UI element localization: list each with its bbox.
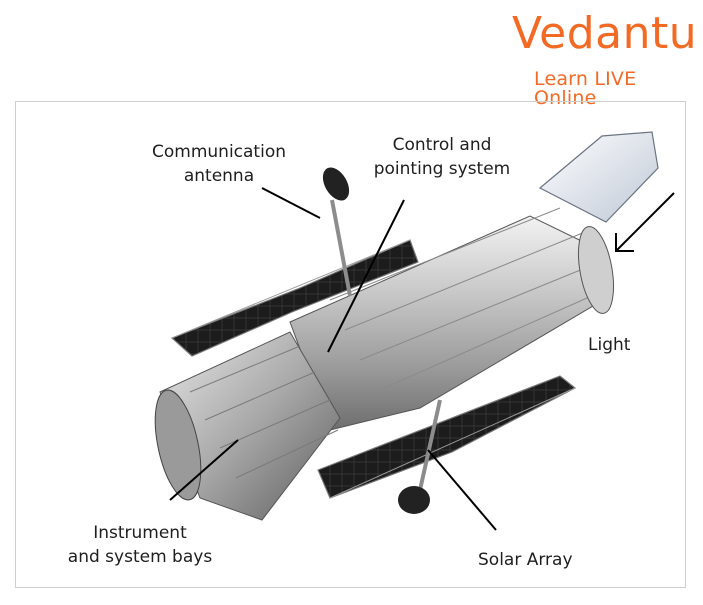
label-instrument-line1: Instrument xyxy=(93,523,187,543)
label-light: Light xyxy=(588,335,631,355)
pointer-lines xyxy=(169,187,497,531)
label-instrument-line2: and system bays xyxy=(67,547,213,567)
logo-tagline: Learn LIVE Online xyxy=(534,68,637,109)
label-control-line1: Control and xyxy=(392,135,492,155)
label-solar-array: Solar Array xyxy=(478,550,573,570)
logo-wordmark: Vedantu xyxy=(512,8,698,59)
pointer-solar xyxy=(427,449,497,531)
pointer-control xyxy=(327,199,405,353)
label-control-pointing: Control and pointing system xyxy=(362,133,522,181)
label-instrument-bays: Instrument and system bays xyxy=(56,521,224,569)
vedantu-logo: Vedantu Learn LIVE Online xyxy=(512,12,697,108)
label-control-line2: pointing system xyxy=(373,159,511,179)
solar-panel-upper xyxy=(170,239,419,357)
pointer-communication xyxy=(261,187,321,219)
diagram-frame xyxy=(15,101,686,588)
antenna-lower xyxy=(398,399,442,514)
light-arrow xyxy=(615,192,675,252)
aperture-door xyxy=(538,131,659,223)
antenna-upper xyxy=(322,167,352,297)
pointer-instrument xyxy=(169,439,239,501)
label-communication-antenna: Communication antenna xyxy=(140,140,298,188)
label-communication-line1: Communication xyxy=(152,142,286,162)
label-communication-line2: antenna xyxy=(183,166,255,186)
solar-panel-lower xyxy=(317,375,577,499)
